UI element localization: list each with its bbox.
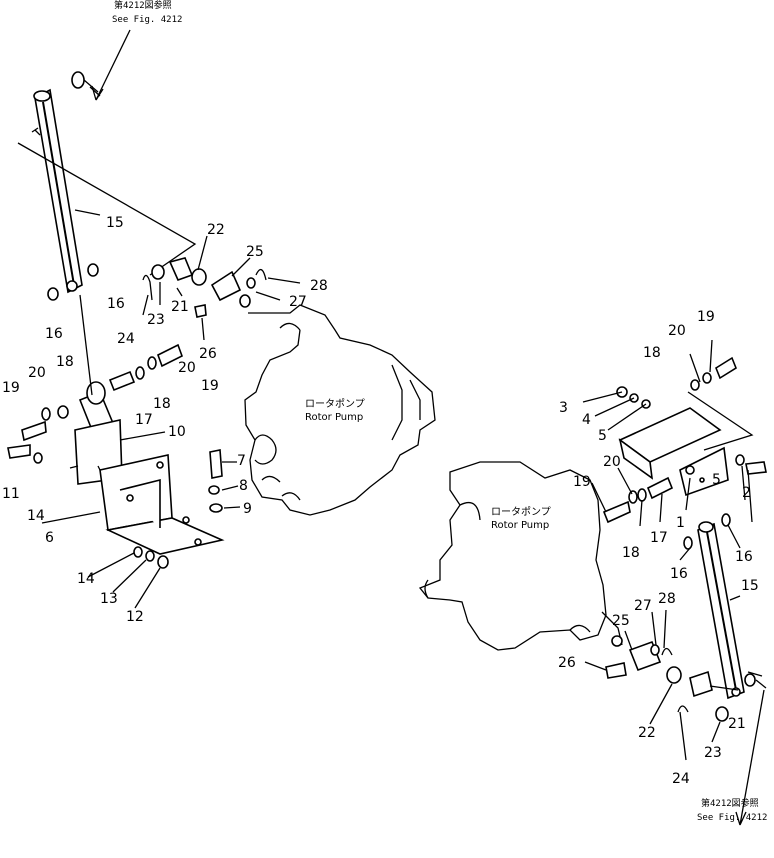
leaders-bottom-left <box>87 552 161 609</box>
callouts-left: 15 22 25 28 16 21 27 23 24 26 16 19 18 2… <box>2 215 328 625</box>
linkage-bottom-right <box>605 640 767 722</box>
callout-28-right: 28 <box>658 591 676 607</box>
callout-28-left: 28 <box>310 278 328 294</box>
rotor-pump-left <box>208 304 436 516</box>
callout-18-right-a: 18 <box>643 345 661 361</box>
callout-24-left: 24 <box>117 331 135 347</box>
lever-15-right <box>697 521 745 700</box>
rotor-pump-right <box>418 461 623 651</box>
washer-16a <box>87 263 99 277</box>
callout-13-left: 13 <box>100 591 118 607</box>
guide-lines-right <box>687 391 754 451</box>
leader-15-left <box>74 209 101 216</box>
callouts-right: 19 20 18 3 4 5 20 5 2 19 1 16 18 17 16 1… <box>558 309 759 787</box>
callout-19-right-b: 19 <box>573 474 591 490</box>
callout-12-left: 12 <box>126 609 144 625</box>
callout-20-left-b: 20 <box>178 360 196 376</box>
callout-15-left: 15 <box>106 215 124 231</box>
callout-19-left-b: 19 <box>201 378 219 394</box>
callout-20-right-b: 20 <box>603 454 621 470</box>
rod-end-link <box>83 79 101 97</box>
ref-top-en: See Fig. 4212 <box>112 15 182 25</box>
callout-9-left: 9 <box>243 501 252 517</box>
callout-18-left-b: 18 <box>153 396 171 412</box>
leaders-right <box>582 339 753 761</box>
callout-16-right-a: 16 <box>735 549 753 565</box>
lever-15-left <box>31 88 83 294</box>
callout-14-left-b: 14 <box>77 571 95 587</box>
callout-14-left-a: 14 <box>27 508 45 524</box>
callout-23-right: 23 <box>704 745 722 761</box>
callout-24-right: 24 <box>672 771 690 787</box>
callout-17-left: 17 <box>135 412 153 428</box>
callout-3-right: 3 <box>559 400 568 416</box>
callout-20-right-a: 20 <box>668 323 686 339</box>
leaders-top-center <box>142 235 301 341</box>
callout-22-left: 22 <box>207 222 225 238</box>
pump-right-jp: ロータポンプ <box>491 506 551 518</box>
pump-left-jp: ロータポンプ <box>305 398 365 410</box>
ref-bottom-jp: 第4212図参照 <box>701 797 759 809</box>
callout-19-right-a: 19 <box>697 309 715 325</box>
callout-16-left-b: 16 <box>45 326 63 342</box>
callout-5-right-a: 5 <box>598 428 607 444</box>
callout-18-right-b: 18 <box>622 545 640 561</box>
guide-lines-left <box>17 142 197 276</box>
pump-left-en: Rotor Pump <box>305 412 363 423</box>
callout-15-right: 15 <box>741 578 759 594</box>
ref-bottom-en: See Fig. 4212 <box>697 813 767 823</box>
callout-26-right: 26 <box>558 655 576 671</box>
callout-27-right: 27 <box>634 598 652 614</box>
leaders-pump-left <box>221 461 241 509</box>
callout-27-left: 27 <box>289 294 307 310</box>
linkage-top-center <box>142 257 267 318</box>
bracket-left-assembly <box>7 343 225 569</box>
callout-21-left: 21 <box>171 299 189 315</box>
callout-18-left-a: 18 <box>56 354 74 370</box>
washer-16-right-b <box>721 513 731 527</box>
callout-17-right: 17 <box>650 530 668 546</box>
callout-11-left: 11 <box>2 486 20 502</box>
callout-2-right: 2 <box>742 485 751 501</box>
callout-25-right: 25 <box>612 613 630 629</box>
callout-10-left: 10 <box>168 424 186 440</box>
washer-16-right-a <box>683 536 693 550</box>
washer-16b <box>47 287 59 301</box>
callout-1-right: 1 <box>676 515 685 531</box>
callout-16-right-b: 16 <box>670 566 688 582</box>
ref-top-leader <box>95 29 131 101</box>
pump-right-en: Rotor Pump <box>491 520 549 531</box>
bracket-right-assembly <box>602 356 767 524</box>
callout-19-left-a: 19 <box>2 380 20 396</box>
callout-21-right: 21 <box>728 716 746 732</box>
callout-22-right: 22 <box>638 725 656 741</box>
callout-25-left: 25 <box>246 244 264 260</box>
callout-5-right-b: 5 <box>712 472 721 488</box>
callout-8-left: 8 <box>239 478 248 494</box>
ref-bottom-leader <box>735 689 765 826</box>
rod-end-top <box>71 71 85 89</box>
callout-6-left: 6 <box>45 530 54 546</box>
callout-4-right: 4 <box>582 412 591 428</box>
ref-top-jp: 第4212図参照 <box>114 0 172 11</box>
callout-7-left: 7 <box>237 453 246 469</box>
leaders-bracket-left <box>41 294 166 524</box>
callout-23-left: 23 <box>147 312 165 328</box>
callout-20-left-a: 20 <box>28 365 46 381</box>
callout-16-left-a: 16 <box>107 296 125 312</box>
ref-top-arrowhead <box>91 85 104 101</box>
callout-26-left: 26 <box>199 346 217 362</box>
